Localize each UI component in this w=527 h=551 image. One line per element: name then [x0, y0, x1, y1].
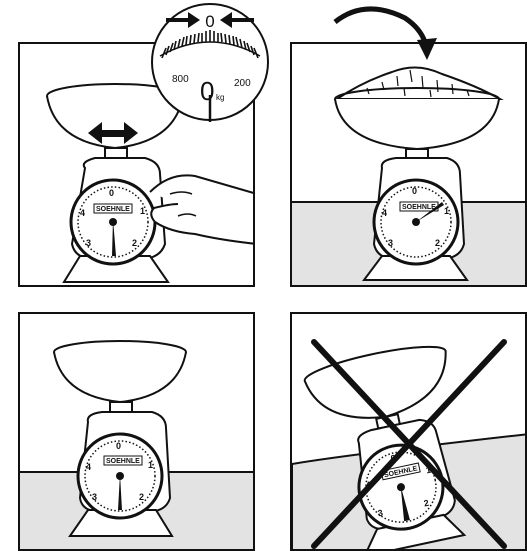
panel-tilted: SOEHNLE 0 1 2 3 4: [290, 312, 527, 551]
panel-level: SOEHNLE 0 1 2 3 4: [18, 312, 255, 551]
zoom-left-value: 800: [172, 74, 189, 85]
scale-neck: [105, 148, 127, 158]
dial-number-1: 1: [444, 206, 449, 216]
scale-illustration-tilted: SOEHNLE 0 1 2 3 4: [292, 314, 527, 551]
weighing-bowl: [54, 341, 186, 402]
scale-illustration-level: SOEHNLE 0 1 2 3 4: [20, 314, 255, 551]
dial-number-4: 4: [382, 208, 387, 218]
zoom-right-value: 200: [234, 78, 251, 89]
dial-number-1: 1: [148, 460, 153, 470]
zoom-top-marker: 0: [205, 12, 214, 31]
dial-number-3: 3: [92, 492, 97, 502]
pour-arrow-icon: [325, 0, 445, 70]
panel-filled: SOEHNLE 0 1 2 3 4: [290, 42, 527, 287]
zoom-dial-detail: 0 800 200 0 kg: [148, 0, 273, 125]
dial-pivot: [412, 218, 420, 226]
dial-number-0: 0: [412, 186, 417, 196]
scale-illustration-filled: SOEHNLE 0 1 2 3 4: [292, 44, 527, 287]
dial-number-4: 4: [86, 462, 91, 472]
dial-brand: SOEHNLE: [106, 458, 140, 465]
zoom-center-value: 0: [200, 76, 214, 106]
flour-heap: [337, 67, 500, 99]
dial-pivot: [116, 472, 124, 480]
zoom-unit: kg: [216, 93, 224, 102]
dial-brand: SOEHNLE: [402, 204, 436, 211]
dial-number-2: 2: [139, 492, 144, 502]
dial-number-3: 3: [388, 238, 393, 248]
dial-pivot: [109, 218, 117, 226]
dial-number-2: 2: [435, 238, 440, 248]
hand-adjusting-knob: [150, 175, 255, 244]
scale-neck: [110, 402, 132, 412]
dial-number-0: 0: [116, 441, 121, 451]
